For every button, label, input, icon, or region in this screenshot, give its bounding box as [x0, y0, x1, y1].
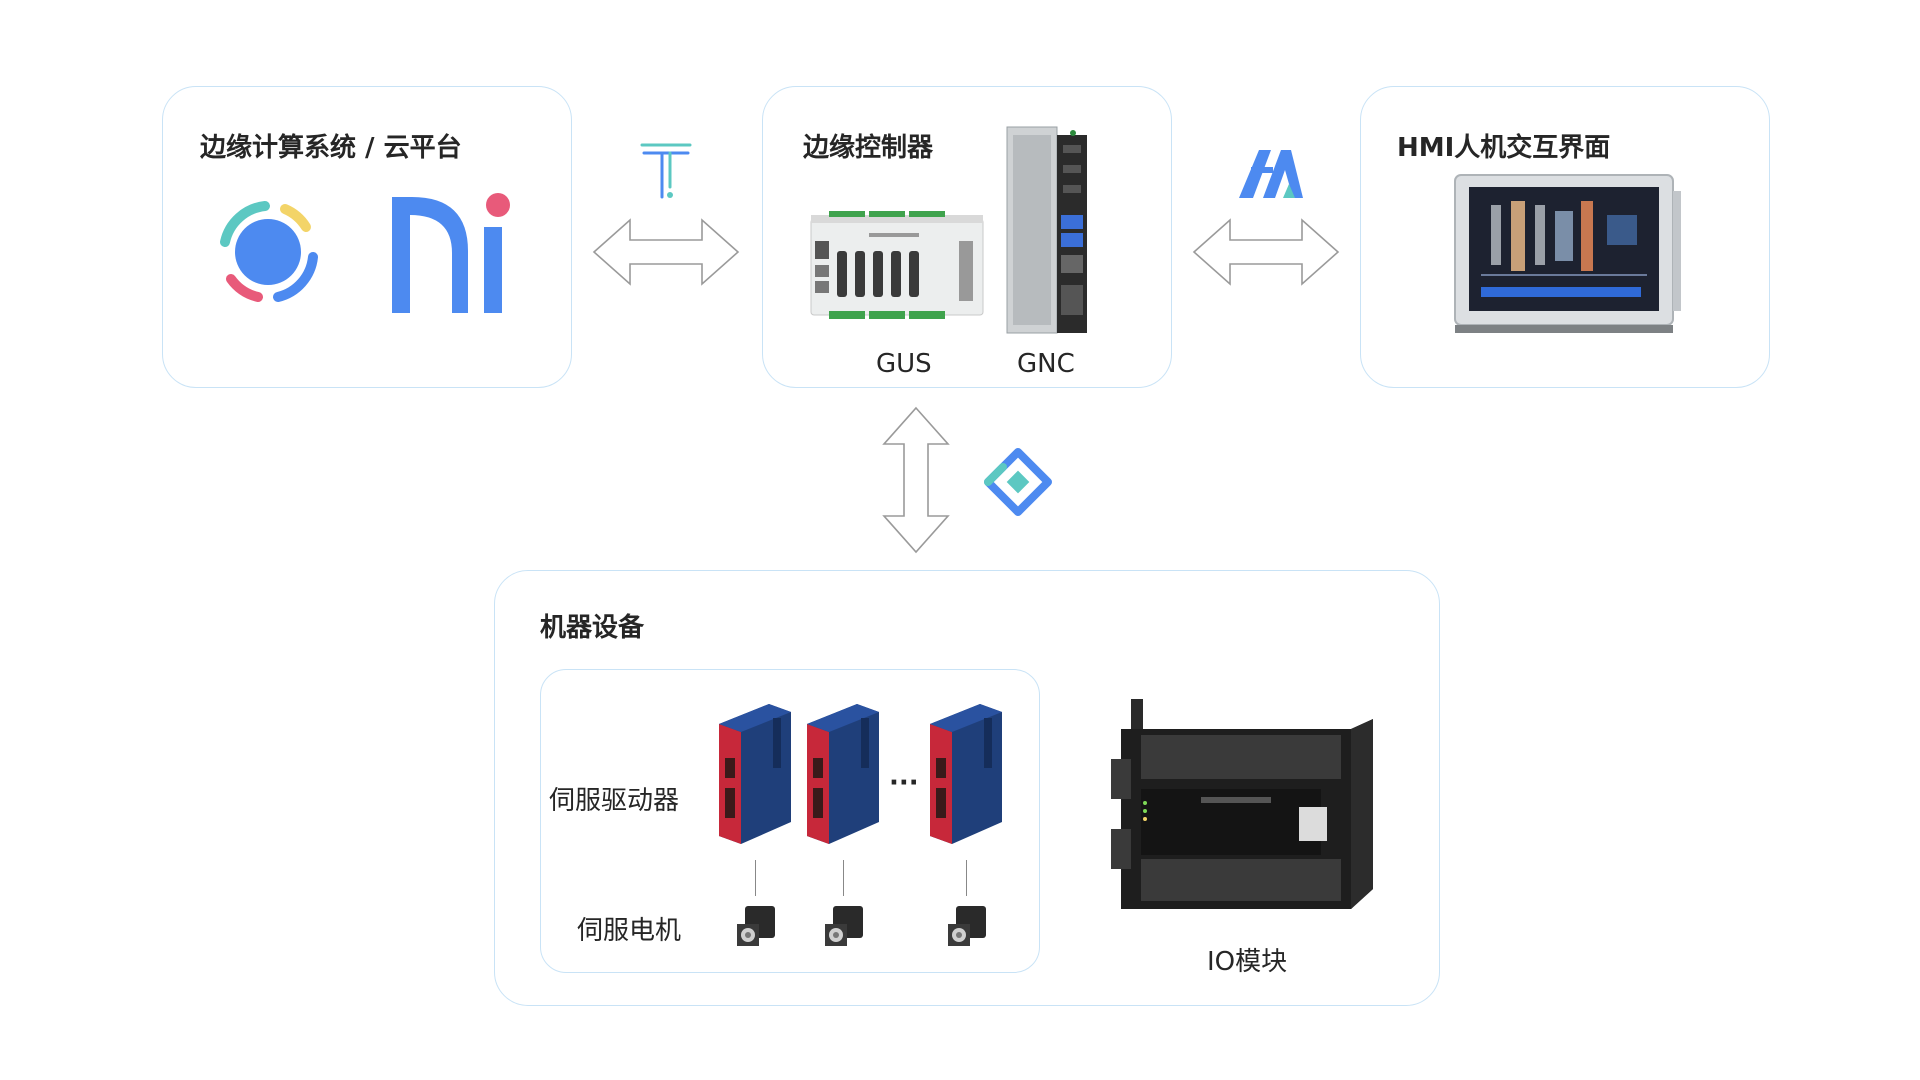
servo-drive-image [807, 704, 879, 844]
gnc-controller-image [1006, 126, 1087, 334]
gnc-label: GNC [1017, 349, 1075, 379]
fa-protocol-icon [1239, 150, 1303, 198]
servo-ellipsis: ··· [889, 768, 919, 798]
servo-motor-label: 伺服电机 [577, 916, 682, 946]
servo-drive-label: 伺服驱动器 [549, 786, 680, 816]
double-arrow-right-icon [1192, 218, 1340, 286]
io-module-image [1111, 699, 1373, 909]
servo-group-box: 伺服驱动器 伺服电机 ··· [540, 669, 1040, 973]
edge-controller-title: 边缘控制器 [803, 133, 934, 163]
gus-controller-image [810, 211, 984, 319]
servo-motor-image [737, 906, 775, 946]
edge-cloud-title: 边缘计算系统 / 云平台 [200, 133, 462, 163]
servo-motor-image [948, 906, 986, 946]
double-arrow-vertical-icon [882, 406, 950, 554]
t-protocol-icon [640, 143, 692, 199]
hmi-card: HMI人机交互界面 [1360, 86, 1770, 388]
servo-drive-image [930, 704, 1002, 844]
ni-logo-icon [392, 193, 510, 313]
ring-logo-icon [220, 201, 318, 302]
drive-motor-connector [843, 860, 844, 896]
servo-motor-image [825, 906, 863, 946]
hmi-panel-image [1454, 174, 1681, 333]
io-module-label: IO模块 [1207, 947, 1288, 977]
drive-motor-connector [966, 860, 967, 896]
edge-controller-card: 边缘控制器 GUS GNC [762, 86, 1172, 388]
diamond-protocol-icon [984, 448, 1052, 516]
servo-drive-image [719, 704, 791, 844]
machine-title: 机器设备 [540, 613, 645, 643]
double-arrow-left-icon [592, 218, 740, 286]
machine-equipment-card: 机器设备 伺服驱动器 伺服电机 ··· [494, 570, 1440, 1006]
gus-label: GUS [876, 349, 932, 379]
edge-cloud-card: 边缘计算系统 / 云平台 [162, 86, 572, 388]
hmi-title: HMI人机交互界面 [1397, 133, 1611, 163]
drive-motor-connector [755, 860, 756, 896]
